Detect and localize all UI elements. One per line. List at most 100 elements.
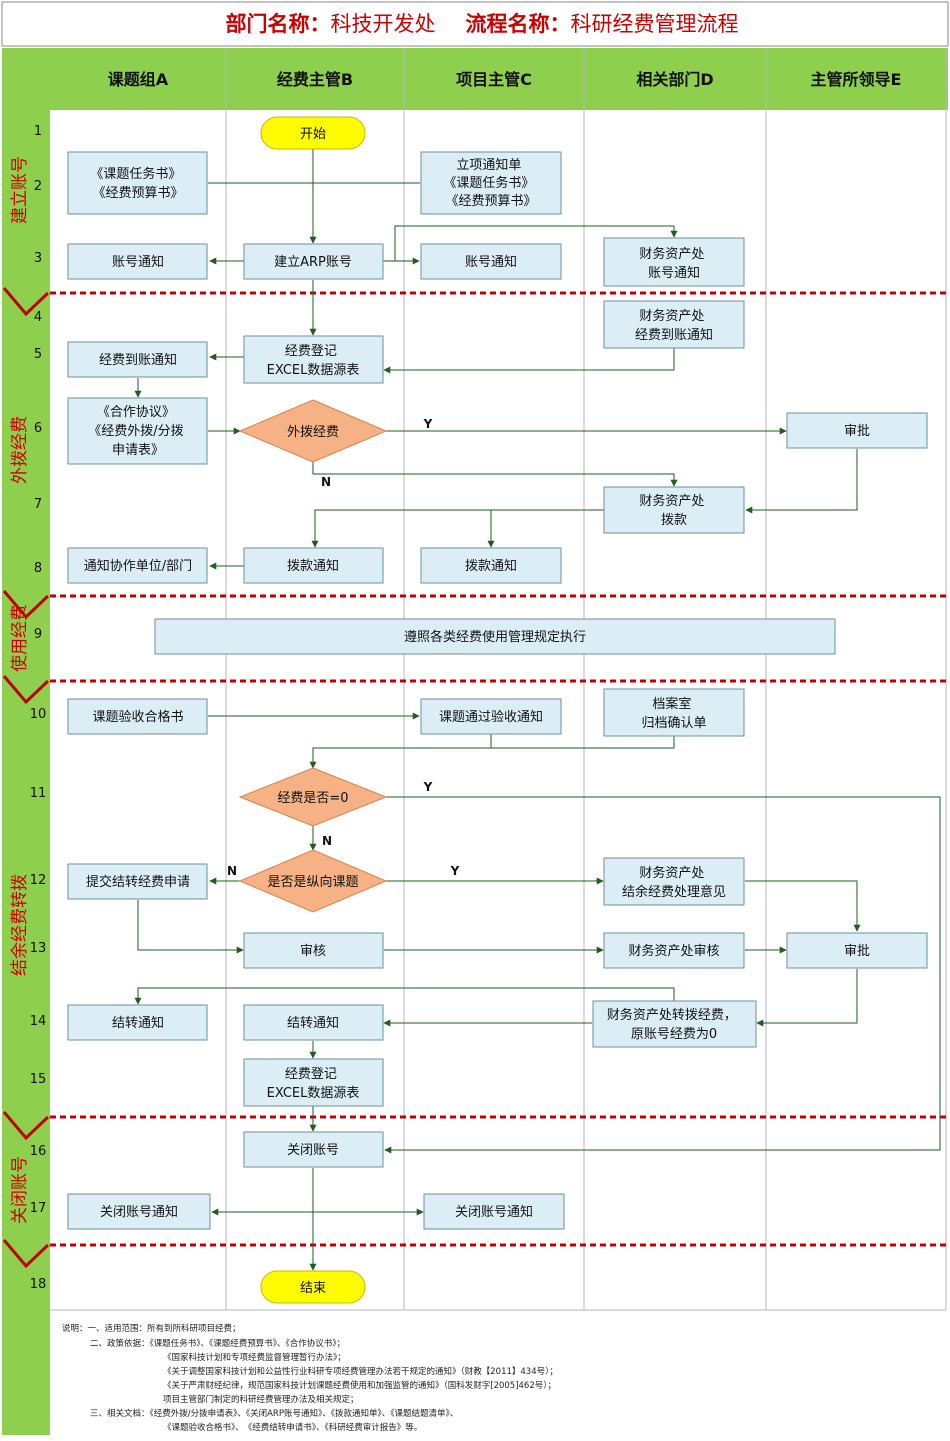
phase-chevrons	[2, 287, 50, 1269]
coop-docs: 《合作协议》 《经费外拨/分拨 申请表》	[67, 397, 208, 465]
step-number-3: 3	[34, 251, 42, 266]
svg-text:关闭账号通知: 关闭账号通知	[455, 1204, 533, 1220]
create-arp-box: 建立ARP账号	[243, 243, 384, 280]
svg-text:开始: 开始	[300, 127, 326, 142]
page-title: 部门名称：科技开发处流程名称：科研经费管理流程	[226, 12, 739, 36]
svg-text:财务资产处转拨经费， 原账号经费为0: 财务资产处转拨经费， 原账号经费为0	[607, 1007, 741, 1042]
close-notice-c: 关闭账号通知	[423, 1193, 565, 1230]
svg-text:账号通知: 账号通知	[465, 254, 517, 270]
svg-text:结束: 结束	[300, 1281, 326, 1296]
finance-arrival-notice: 财务资产处 经费到账通知	[603, 300, 745, 349]
task-docs-a: 《课题任务书》 《经费预算书》	[67, 151, 208, 215]
edge-label-vertical-yes: Y	[450, 864, 460, 878]
svg-text:通知协作单位/部门: 通知协作单位/部门	[84, 558, 192, 574]
step-number-5: 5	[34, 347, 42, 362]
step-number-10: 10	[30, 707, 47, 722]
svg-text:档案室 归档确认单: 档案室 归档确认单	[641, 696, 706, 731]
transfer-notice-c: 拨款通知	[420, 547, 562, 584]
note-line: 项目主管部门制定的科研经费管理办法及相关规定；	[163, 1394, 359, 1405]
finance-opinion: 财务资产处 结余经费处理意见	[603, 857, 745, 906]
step-number-15: 15	[30, 1072, 47, 1087]
svg-text:审批: 审批	[844, 944, 870, 959]
use-rules-bar: 遵照各类经费使用管理规定执行	[154, 618, 836, 655]
svg-text:《合作协议》 《经费外拨/分拨: 《合作协议》 《经费外拨/分拨 申请表》	[88, 405, 188, 458]
svg-text:财务资产处审核: 财务资产处审核	[628, 943, 719, 959]
lane-heading-e: 主管所领导E	[811, 70, 902, 89]
zero-balance-decision: 经费是否=0	[238, 767, 388, 827]
step-number-8: 8	[34, 561, 42, 576]
note-line: 《关于调整国家科技计划和公益性行业科研专项经费管理办法若干规定的通知》（财教【2…	[163, 1366, 558, 1377]
carry-notice-b: 结转通知	[243, 1004, 384, 1041]
step-number-18: 18	[30, 1277, 47, 1292]
outbound-decision: 外拨经费	[238, 399, 388, 463]
phase-label-carryover: 结余经费转拨	[10, 874, 30, 976]
vertical-project-decision: 是否是纵向课题	[238, 849, 388, 913]
flow-label: 流程名称：	[466, 12, 571, 36]
svg-text:拨款通知: 拨款通知	[287, 558, 339, 574]
svg-text:审核: 审核	[300, 944, 326, 959]
approve-e-1: 审批	[786, 412, 928, 449]
phase-sidebar	[2, 48, 50, 1435]
svg-text:课题验收合格书: 课题验收合格书	[92, 709, 183, 725]
lane-heading-c: 项目主管C	[456, 70, 532, 89]
step-number-1: 1	[34, 124, 42, 139]
finance-acct-notice: 财务资产处 账号通知	[603, 237, 745, 287]
close-account-box: 关闭账号	[243, 1131, 384, 1168]
end-terminal: 结束	[260, 1270, 366, 1304]
step-number-9: 9	[34, 627, 42, 642]
step-number-6: 6	[34, 421, 42, 436]
note-line: 《关于严肃财经纪律，规范国家科技计划课题经费使用和加强监管的通知》（国科发财字[…	[163, 1380, 556, 1391]
svg-text:外拨经费: 外拨经费	[287, 425, 339, 440]
phase-label-close: 关闭账号	[10, 1156, 30, 1224]
title-bar	[1, 1, 949, 47]
close-notice-a: 关闭账号通知	[67, 1193, 211, 1230]
svg-text:结转通知: 结转通知	[112, 1015, 164, 1031]
svg-text:财务资产处 结余经费处理意见: 财务资产处 结余经费处理意见	[622, 865, 726, 900]
edge-label-outbound-yes: Y	[423, 417, 433, 431]
review-b: 审核	[243, 932, 384, 969]
edge-label-zero-yes: Y	[423, 780, 433, 794]
lane-heading-d: 相关部门D	[636, 70, 713, 89]
lane-heading-b: 经费主管B	[277, 70, 353, 89]
edge-label-outbound-no: N	[321, 475, 331, 489]
svg-text:经费到账通知: 经费到账通知	[99, 352, 177, 368]
edge-label-vertical-no: N	[227, 864, 237, 878]
svg-text:关闭账号: 关闭账号	[287, 1143, 339, 1158]
svg-text:财务资产处 经费到账通知: 财务资产处 经费到账通知	[635, 308, 713, 343]
dept-label: 部门名称：	[226, 12, 331, 36]
project-notice-text: 立项通知单 《课题任务书》 《经费预算书》	[443, 157, 538, 209]
register-excel-2: 经费登记 EXCEL数据源表	[243, 1058, 384, 1107]
svg-text:审批: 审批	[844, 424, 870, 439]
finance-review: 财务资产处审核	[603, 932, 745, 969]
archive-confirm: 档案室 归档确认单	[603, 688, 745, 737]
note-line: 说明：一、适用范围：所有到所科研项目经费；	[62, 1323, 241, 1334]
approve-e-2: 审批	[786, 932, 928, 969]
finance-transfer: 财务资产处 拨款	[603, 486, 745, 534]
svg-text:经费登记 EXCEL数据源表: 经费登记 EXCEL数据源表	[267, 1067, 360, 1101]
acct-notice-a: 账号通知	[67, 243, 208, 280]
step-number-2: 2	[34, 179, 42, 194]
acceptance-notice: 课题通过验收通知	[420, 698, 562, 735]
phase-label-outbound: 外拨经费	[10, 416, 30, 484]
lane-header	[50, 48, 948, 110]
step-number-11: 11	[30, 786, 47, 801]
step-number-17: 17	[30, 1201, 47, 1216]
svg-text:经费登记 EXCEL数据源表: 经费登记 EXCEL数据源表	[267, 344, 360, 378]
step-number-13: 13	[30, 941, 47, 956]
svg-text:建立ARP账号: 建立ARP账号	[274, 255, 352, 270]
start-terminal: 开始	[260, 116, 366, 150]
svg-text:关闭账号通知: 关闭账号通知	[100, 1204, 178, 1220]
notify-partner: 通知协作单位/部门	[67, 547, 208, 584]
svg-text:提交结转经费申请: 提交结转经费申请	[86, 874, 190, 890]
svg-text:经费是否=0: 经费是否=0	[277, 791, 348, 806]
transfer-notice-b: 拨款通知	[243, 547, 384, 584]
phase-label-setup: 建立账号	[10, 156, 30, 224]
svg-text:是否是纵向课题: 是否是纵向课题	[267, 874, 358, 890]
acceptance-cert: 课题验收合格书	[67, 698, 208, 735]
task-docs-a-text: 《课题任务书》 《经费预算书》	[90, 166, 185, 201]
svg-text:财务资产处 拨款: 财务资产处 拨款	[639, 493, 708, 528]
flow-value: 科研经费管理流程	[571, 12, 739, 36]
lane-separators	[50, 48, 947, 1311]
svg-text:结转通知: 结转通知	[287, 1015, 339, 1031]
